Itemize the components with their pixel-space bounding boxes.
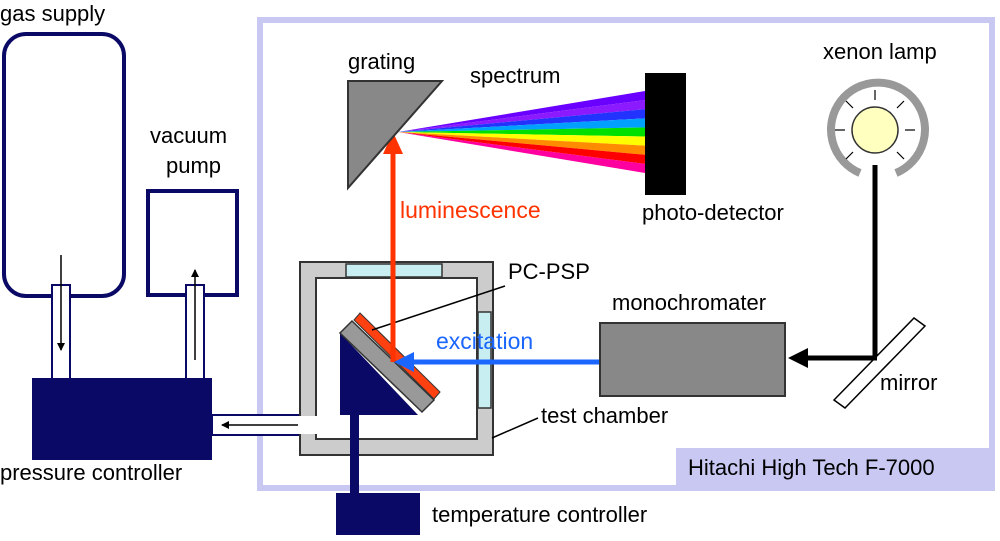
spectrum-label: spectrum — [470, 63, 561, 88]
spectrum-band — [398, 91, 645, 132]
pressure-controller-box — [32, 378, 212, 460]
test-chamber-walls — [299, 261, 494, 456]
xenon-bulb — [851, 106, 899, 154]
spectrum-band — [398, 118, 645, 132]
sample-holder — [340, 333, 418, 415]
spectrum-band — [398, 100, 645, 132]
excitation-label: excitation — [436, 328, 534, 354]
pressure-controller-label: pressure controller — [0, 460, 183, 485]
chamber-inlet — [298, 416, 318, 434]
instrument-name-label: Hitachi High Tech F-7000 — [688, 455, 935, 480]
vacuum-pump-label-line2: pump — [166, 153, 222, 178]
mirror — [832, 317, 927, 409]
monochromater-label: monochromater — [612, 290, 767, 315]
gas-supply-tank — [2, 32, 126, 298]
temperature-controller-box — [336, 493, 420, 535]
excitation-arrowhead — [394, 352, 414, 372]
pc-psp-label: PC-PSP — [508, 259, 590, 284]
spectrum-band — [398, 127, 645, 137]
mirror-label: mirror — [880, 370, 938, 395]
vacuum-pump-label-line1: vacuum — [150, 123, 228, 148]
vacuum-pump-box — [146, 189, 239, 297]
instrument-name-box: Hitachi High Tech F-7000 — [676, 448, 992, 488]
luminescence-label: luminescence — [400, 197, 541, 223]
luminescence-arrowhead — [383, 132, 403, 154]
psp-backing-plate — [338, 319, 436, 414]
monochromater — [599, 322, 786, 397]
lamp-rays — [835, 90, 915, 160]
temperature-controller-label: temperature controller — [432, 502, 648, 527]
test-chamber-label: test chamber — [541, 403, 669, 428]
lamp-housing — [827, 78, 929, 177]
spectrum-band — [398, 132, 645, 173]
xenon-lamp-label: xenon lamp — [823, 39, 937, 64]
grating — [347, 80, 445, 191]
temperature-controller-shaft — [350, 415, 359, 500]
gas-supply-label: gas supply — [0, 1, 106, 26]
spectrum-band — [398, 109, 645, 132]
test-chamber-leader-line — [491, 417, 539, 439]
mirror-beam-arrowhead — [788, 348, 808, 368]
grating-label: grating — [348, 49, 416, 74]
spectrum-band — [398, 132, 645, 146]
instrument-frame — [257, 17, 995, 491]
spectrum-fan — [398, 91, 645, 173]
photo-detector-label: photo-detector — [642, 200, 784, 225]
photo-detector — [645, 73, 686, 195]
